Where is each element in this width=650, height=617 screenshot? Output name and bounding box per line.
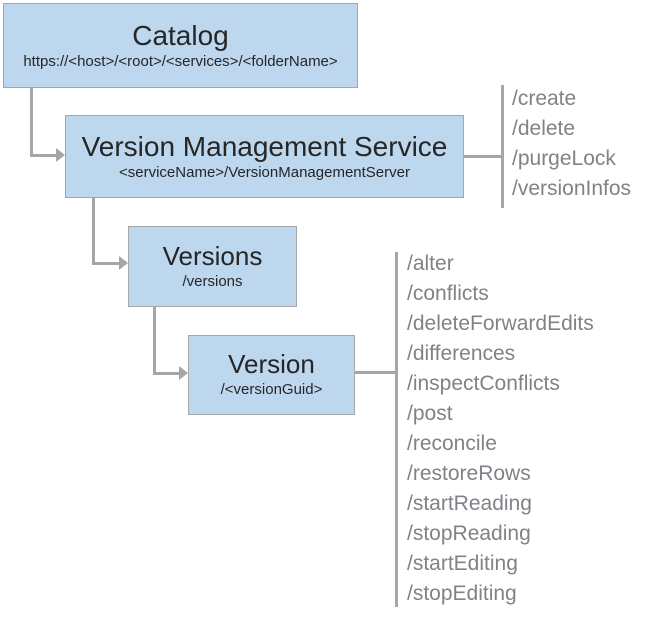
connector-catalog-to-vms-horizontal bbox=[30, 154, 57, 157]
version-operation: /reconcile bbox=[407, 432, 497, 455]
version-operation: /differences bbox=[407, 342, 516, 365]
version-operation: /deleteForwardEdits bbox=[407, 312, 594, 335]
version-operation: /post bbox=[407, 402, 453, 425]
vms-url-pattern: <serviceName>/VersionManagementServer bbox=[119, 163, 410, 181]
connector-versions-to-version-horizontal bbox=[153, 372, 180, 375]
version-url-pattern: /<versionGuid> bbox=[220, 381, 323, 399]
catalog-title: Catalog bbox=[132, 19, 229, 51]
version-operation: /alter bbox=[407, 252, 454, 275]
connector-vms-to-versions-vertical bbox=[92, 198, 95, 265]
version-operation: /conflicts bbox=[407, 282, 489, 305]
vms-operation: /versionInfos bbox=[512, 177, 632, 200]
node-catalog: Catalog https://<host>/<root>/<services>… bbox=[3, 3, 358, 88]
connector-versions-to-version-vertical bbox=[153, 307, 156, 375]
branch-vms-operations-horizontal bbox=[464, 155, 502, 158]
versions-title: Versions bbox=[162, 240, 263, 271]
vms-title: Version Management Service bbox=[81, 130, 448, 162]
arrowhead-vms-to-versions bbox=[119, 256, 128, 270]
version-operation: /startEditing bbox=[407, 552, 518, 575]
vms-operation: /delete bbox=[512, 117, 576, 140]
node-version-management-service: Version Management Service <serviceName>… bbox=[65, 115, 464, 198]
vms-operations-list: /create /delete /purgeLock /versionInfos bbox=[512, 84, 631, 204]
branch-vms-operations-vertical bbox=[501, 85, 504, 208]
version-operation: /inspectConflicts bbox=[407, 372, 560, 395]
version-operation: /stopEditing bbox=[407, 582, 517, 605]
branch-version-operations-vertical bbox=[395, 252, 398, 607]
version-operation: /stopReading bbox=[407, 522, 531, 545]
branch-version-operations-horizontal bbox=[355, 371, 396, 374]
connector-catalog-to-vms-vertical bbox=[30, 88, 33, 156]
version-operation: /startReading bbox=[407, 492, 532, 515]
vms-operation: /create bbox=[512, 87, 577, 110]
catalog-url-pattern: https://<host>/<root>/<services>/<folder… bbox=[23, 52, 338, 70]
vms-operation: /purgeLock bbox=[512, 147, 616, 170]
arrowhead-catalog-to-vms bbox=[56, 148, 65, 162]
arrowhead-versions-to-version bbox=[179, 366, 188, 380]
version-operation: /restoreRows bbox=[407, 462, 531, 485]
connector-vms-to-versions-horizontal bbox=[92, 262, 120, 265]
version-operations-list: /alter /conflicts /deleteForwardEdits /d… bbox=[407, 249, 594, 609]
node-versions: Versions /versions bbox=[128, 226, 297, 307]
node-version: Version /<versionGuid> bbox=[188, 335, 355, 415]
version-title: Version bbox=[228, 349, 315, 380]
versions-url-pattern: /versions bbox=[182, 272, 243, 290]
